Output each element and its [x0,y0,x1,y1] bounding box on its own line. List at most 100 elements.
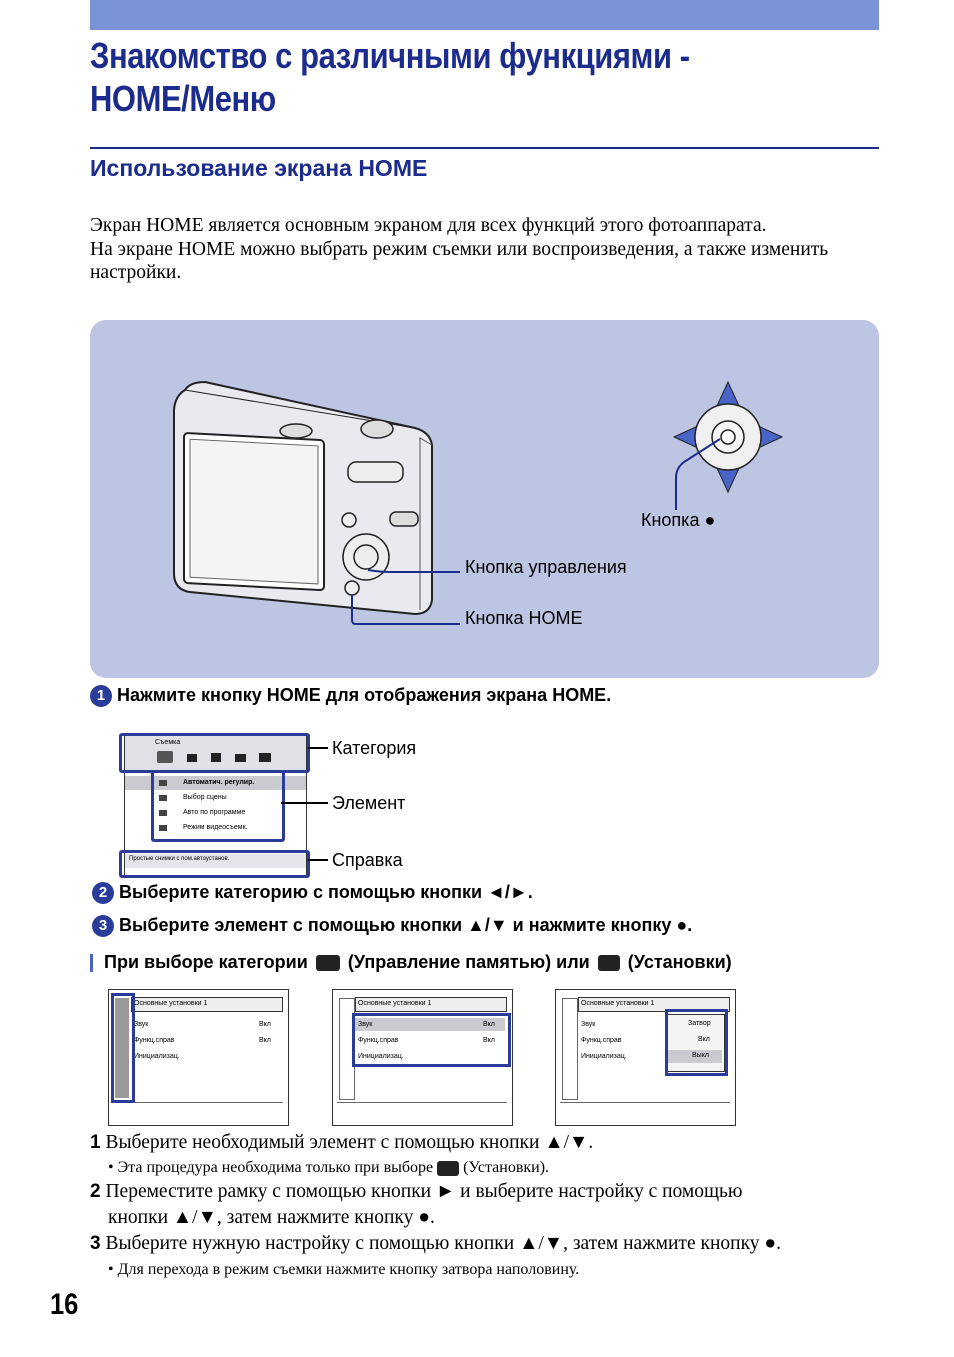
step-3-text: Выберите элемент с помощью кнопки ▲/▼ и … [119,915,693,935]
step-3: 3 Выберите элемент с помощью кнопки ▲/▼ … [92,915,693,938]
screen1-row1-value: Вкл [259,1021,271,1028]
bullet-1-part-2: (Установки). [463,1159,550,1176]
step-2-number: 2 [92,882,114,905]
help-text: Простые снимки с пом.автоустанов. [129,856,230,862]
screen2-row1-value: Вкл [483,1021,495,1028]
substep-3: 3 Выберите нужную настройку с помощью кн… [90,1233,781,1255]
screen3-highlight-frame [665,1009,728,1076]
playback-category-icon [187,754,197,762]
substep-2-text-b: кнопки ▲/▼, затем нажмите кнопку ●. [108,1207,435,1228]
title-divider [90,147,879,149]
screen1-row2-name: Функц.справ [134,1037,175,1044]
help-highlight-frame [119,850,310,878]
screen3-row2-name: Функц.справ [581,1037,622,1044]
screen2-header: Основные установки 1 [358,1000,432,1007]
settings-category-icon [259,753,271,762]
page-title: Знакомство с различными функциями - HOME… [90,34,778,120]
item-icon-3 [159,810,167,816]
screen1-highlight-frame [111,993,135,1103]
screen1-header: Основные установки 1 [134,1000,208,1007]
callout-help: Справка [332,850,403,870]
memory-section-heading: При выборе категории (Управление памятью… [90,952,732,973]
print-category-icon [211,753,221,762]
selected-row-band [125,776,306,790]
substep-3-text: Выберите нужную настройку с помощью кноп… [105,1233,782,1254]
control-wheel-icon [672,380,784,494]
settings-toolbox-icon [597,955,620,972]
camera-body-icon [173,380,433,616]
substep-1-bullet: • Эта процедура необходима только при вы… [108,1159,549,1177]
substep-2-text-a: Переместите рамку с помощью кнопки ► и в… [105,1181,743,1202]
screen1-row1-name: Звук [134,1021,149,1028]
intro-text: Экран HOME является основным экраном для… [90,214,880,285]
element-highlight-frame [151,770,285,842]
step-3-number: 3 [92,915,114,938]
popup-selected-row [668,1050,722,1063]
screen1-header-box [131,997,283,1012]
screen3-bottom-line [560,1102,730,1103]
home-item-3: Авто по программе [183,809,246,816]
step-1: 1 Нажмите кнопку HOME для отображения эк… [90,685,612,708]
home-screen-mock: Съемка Автоматич. регулир. Выбор сцены А… [124,733,307,877]
popup-option-3: Выкл [692,1052,709,1059]
callout-category: Категория [332,738,417,758]
intro-paragraph-1: Экран HOME является основным экраном для… [90,215,767,236]
screen1-category-column [115,998,129,1098]
settings-toolbox-icon-inline [437,1160,460,1176]
screen2-header-box [355,997,507,1012]
substep-3-number: 3 [90,1233,101,1254]
label-home-button: Кнопка HOME [465,608,583,628]
item-icon-4 [159,825,167,831]
substep-2-number: 2 [90,1181,101,1202]
home-item-1: Автоматич. регулир. [183,779,255,786]
step-1-text: Нажмите кнопку HOME для отображения экра… [117,685,612,705]
section-subtitle: Использование экрана HOME [90,155,428,181]
home-item-4: Режим видеосъемк. [183,824,248,831]
callout-line-help [308,859,328,861]
label-control-button: Кнопка управления [465,557,627,577]
popup-option-1: Затвор [688,1020,711,1027]
category-highlight-frame [119,733,310,773]
heading-part-1: При выборе категории [104,952,308,972]
screen3-row1-name: Звук [581,1021,596,1028]
substep-1: 1 Выберите необходимый элемент с помощью… [90,1132,593,1154]
item-icon-1 [159,780,167,786]
substep-1-text: Выберите необходимый элемент с помощью к… [105,1132,594,1153]
screen3-row3-name: Инициализац. [581,1053,627,1060]
page-number: 16 [50,1288,79,1321]
page-title-line2: HOME/Меню [90,78,276,119]
memory-management-icon [315,955,340,972]
screen2-row3-name: Инициализац. [358,1053,404,1060]
screen2-row1-name: Звук [358,1021,373,1028]
screen2-bottom-line [337,1102,507,1103]
help-bar [125,854,306,868]
substep-2: 2 Переместите рамку с помощью кнопки ► и… [90,1181,743,1203]
callout-element: Элемент [332,793,406,813]
settings-screen-1: Основные установки 1 Звук Вкл Функц.спра… [108,989,289,1126]
screen1-row2-value: Вкл [259,1037,271,1044]
screen2-row2-value: Вкл [483,1037,495,1044]
step-2-text: Выберите категорию с помощью кнопки ◄/►. [119,882,533,902]
screen1-bottom-line [113,1102,283,1103]
settings-screen-2: Основные установки 1 Звук Вкл Функц.спра… [332,989,513,1126]
page-title-line1: Знакомство с различными функциями - [90,35,690,76]
screen1-row3-name: Инициализац. [134,1053,180,1060]
step-1-number: 1 [90,685,112,708]
step-2: 2 Выберите категорию с помощью кнопки ◄/… [92,882,533,905]
intro-paragraph-2: На экране HOME можно выбрать режим съемк… [90,238,829,284]
screen2-highlight-frame [352,1013,511,1067]
label-center-button: Кнопка ● [641,510,716,530]
screen3-category-column [562,998,578,1100]
heading-part-2: (Управление памятью) или [347,952,590,972]
memory-category-icon [235,754,246,762]
home-item-2: Выбор сцены [183,794,227,801]
substep-3-bullet: • Для перехода в режим съемки нажмите кн… [108,1261,580,1278]
screen2-selected-row [355,1018,505,1031]
heading-part-3: (Установки) [627,952,732,972]
heading-marker [90,954,93,973]
callout-line-category [308,747,328,749]
item-icon-2 [159,795,167,801]
screen2-row2-name: Функц.справ [358,1037,399,1044]
top-color-bar [90,0,879,30]
callout-line-element [281,802,328,804]
